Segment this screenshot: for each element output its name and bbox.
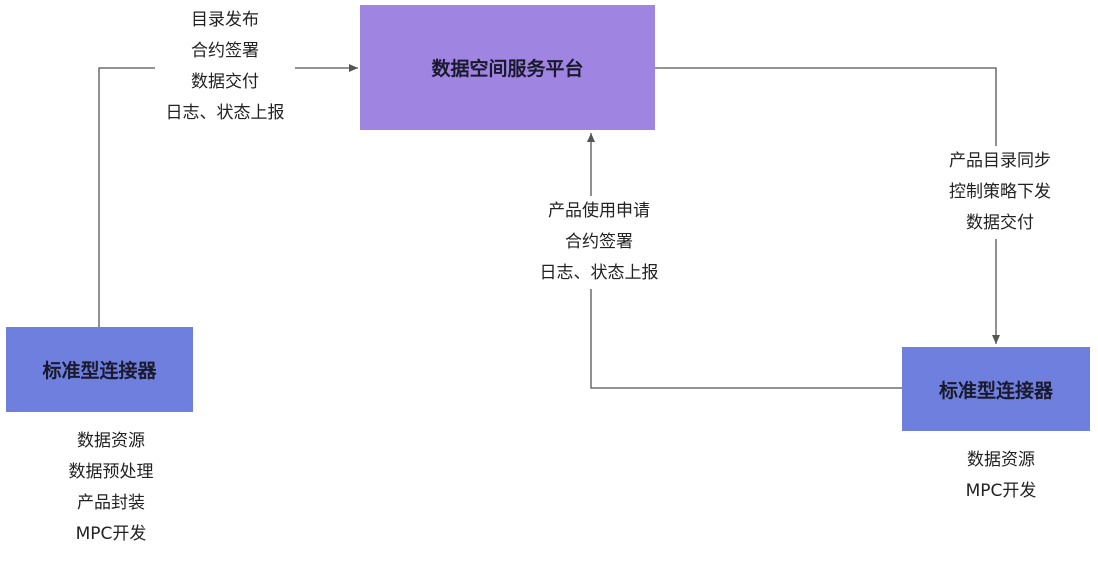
edge-label-left-to-platform: 目录发布 合约签署 数据交付 日志、状态上报	[155, 5, 295, 129]
edge-label-platform-to-right: 产品目录同步 控制策略下发 数据交付	[938, 146, 1062, 239]
node-connector-right: 标准型连接器	[902, 347, 1090, 431]
node-platform-label: 数据空间服务平台	[431, 58, 584, 80]
capabilities-connector-left: 数据资源 数据预处理 产品封装 MPC开发	[50, 426, 172, 550]
capability-item: 产品封装	[77, 493, 145, 513]
edge-label-line: 合约签署	[191, 41, 259, 61]
edge-label-line: 日志、状态上报	[539, 263, 659, 283]
capability-item: MPC开发	[75, 524, 147, 544]
capability-item: 数据资源	[77, 431, 145, 451]
edge-label-line: 产品目录同步	[949, 151, 1051, 171]
edge-label-line: 产品使用申请	[548, 201, 650, 221]
edge-label-right-to-platform: 产品使用申请 合约签署 日志、状态上报	[528, 196, 670, 289]
node-connector-left-label: 标准型连接器	[42, 360, 157, 382]
node-platform: 数据空间服务平台	[360, 5, 655, 130]
edge-label-line: 合约签署	[565, 232, 633, 252]
node-connector-right-label: 标准型连接器	[938, 379, 1053, 402]
edge-label-line: 目录发布	[191, 10, 259, 30]
edge-platform-to-right	[655, 67, 1000, 344]
capability-item: MPC开发	[965, 481, 1037, 501]
capabilities-connector-right: 数据资源 MPC开发	[945, 445, 1057, 507]
node-connector-left: 标准型连接器	[6, 327, 193, 412]
edge-label-line: 数据交付	[191, 72, 259, 92]
capability-item: 数据资源	[967, 450, 1035, 470]
edge-label-line: 控制策略下发	[949, 182, 1051, 202]
edge-label-line: 数据交付	[966, 213, 1034, 233]
edge-label-line: 日志、状态上报	[165, 103, 285, 123]
capability-item: 数据预处理	[68, 462, 154, 482]
